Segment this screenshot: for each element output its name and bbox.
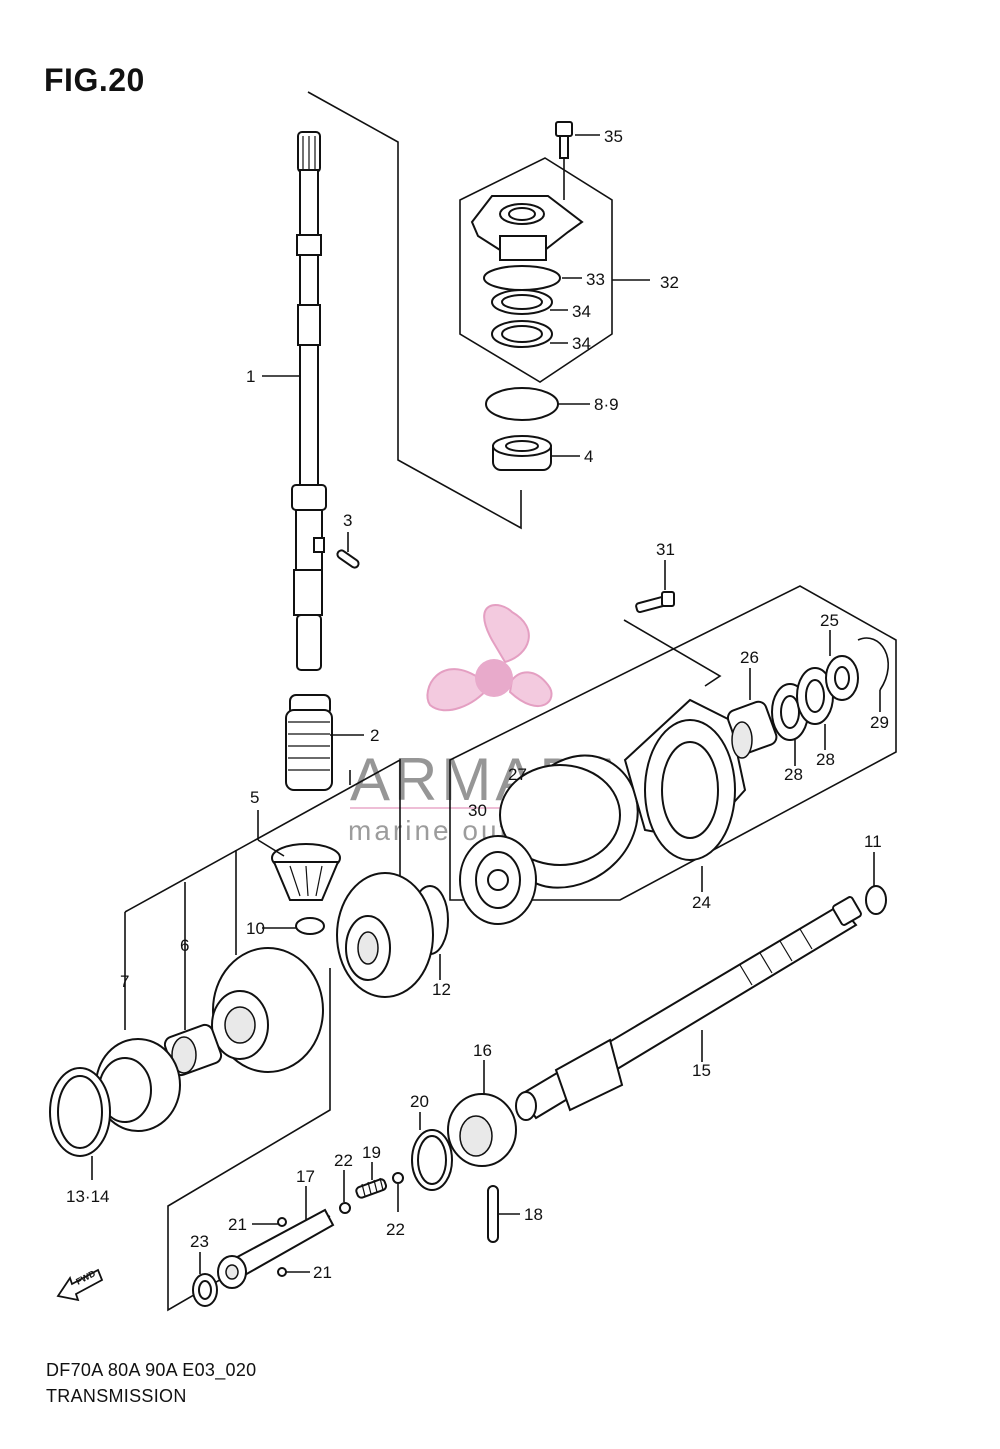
callout-27: 27	[508, 765, 527, 784]
callout-18: 18	[524, 1205, 543, 1224]
callout-29: 29	[870, 713, 889, 732]
clutch-dog	[447, 1093, 517, 1167]
propeller-shaft-housing	[499, 698, 747, 889]
callout-23: 23	[190, 1232, 209, 1251]
callout-8-9: 8·9	[594, 395, 619, 414]
callout-11: 11	[864, 832, 882, 851]
shim-ring	[485, 387, 559, 421]
driveshaft	[291, 131, 327, 671]
bearing-4	[492, 435, 552, 471]
ball-22b	[392, 1172, 404, 1184]
ball-21a	[277, 1217, 287, 1227]
callout-15: 15	[692, 1061, 711, 1080]
callout-28a: 28	[784, 765, 803, 784]
fwd-arrow-icon: FWD	[56, 1268, 104, 1302]
bearing-34-lower	[491, 320, 553, 348]
callout-28b: 28	[816, 750, 835, 769]
callout-labels: 1 2 3 4 5 6 7 8·9 10 11 12 13·14 15 16 1…	[66, 127, 889, 1282]
figure-caption: TRANSMISSION	[46, 1386, 187, 1406]
callout-24: 24	[692, 893, 711, 912]
ball-21b	[277, 1267, 287, 1277]
callout-17: 17	[296, 1167, 315, 1186]
callout-25: 25	[820, 611, 839, 630]
callout-22b: 22	[386, 1220, 405, 1239]
bearing-34-upper	[491, 289, 553, 315]
callout-4: 4	[584, 447, 593, 466]
bellows-spring	[285, 694, 333, 791]
callout-6: 6	[180, 936, 189, 955]
pin	[336, 549, 360, 569]
shift-slider-17	[217, 1208, 335, 1289]
propeller-shaft	[515, 896, 862, 1121]
callout-5: 5	[250, 788, 259, 807]
callout-34b: 34	[572, 334, 591, 353]
watermark-logo	[426, 604, 553, 712]
bolt-35	[555, 121, 573, 159]
callout-19: 19	[362, 1143, 381, 1162]
forward-gear	[336, 872, 434, 998]
bearing-housing	[470, 195, 584, 261]
leader-lines	[91, 134, 881, 1274]
callout-12: 12	[432, 980, 451, 999]
bolt-31	[635, 591, 675, 614]
callout-31: 31	[656, 540, 675, 559]
callout-33: 33	[586, 270, 605, 289]
clutch-pin-18	[487, 1185, 499, 1243]
figure-title: FIG.20	[44, 62, 145, 98]
circlip-29	[857, 637, 890, 691]
model-code: DF70A 80A 90A E03_020	[46, 1360, 257, 1380]
washer-23	[192, 1273, 218, 1307]
return-spring-19	[355, 1177, 388, 1199]
shim-13-14	[49, 1067, 111, 1157]
callout-3: 3	[343, 511, 352, 530]
thrust-ring-11	[865, 885, 887, 915]
o-ring-33	[483, 265, 561, 291]
callout-16: 16	[473, 1041, 492, 1060]
needle-bearing-6	[163, 1023, 223, 1077]
callout-13-14: 13·14	[66, 1187, 109, 1206]
callout-1: 1	[246, 367, 255, 386]
callout-10: 10	[246, 919, 265, 938]
needle-bearing-26	[726, 700, 778, 759]
callout-7: 7	[120, 972, 129, 991]
oil-seal-28b	[796, 667, 834, 725]
reverse-gear	[211, 947, 324, 1073]
clutch-spring-20	[411, 1129, 453, 1191]
callout-30: 30	[468, 801, 487, 820]
ball-22a	[339, 1202, 351, 1214]
callout-34a: 34	[572, 302, 591, 321]
callout-2: 2	[370, 726, 379, 745]
callout-26: 26	[740, 648, 759, 667]
callout-35: 35	[604, 127, 623, 146]
washer-25	[825, 655, 859, 701]
callout-21a: 21	[228, 1215, 247, 1234]
washer-10	[295, 917, 325, 935]
callout-20: 20	[410, 1092, 429, 1111]
pinion-gear	[271, 843, 341, 901]
callout-22a: 22	[334, 1151, 353, 1170]
callout-21b: 21	[313, 1263, 332, 1282]
bearing-30	[459, 835, 537, 925]
callout-32: 32	[660, 273, 679, 292]
